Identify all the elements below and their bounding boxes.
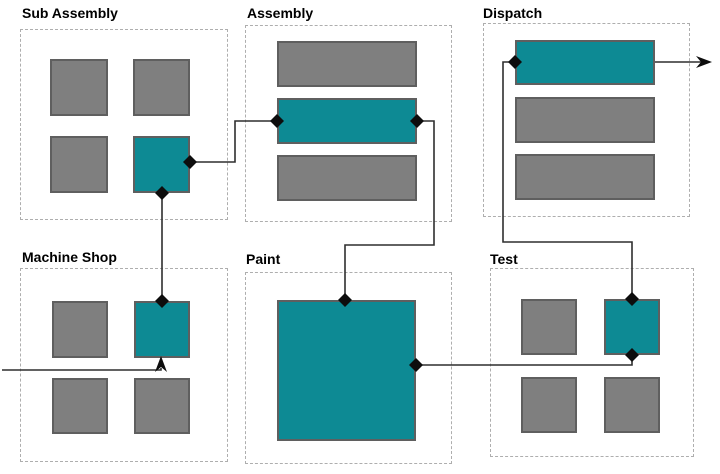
machine-block[interactable]	[52, 378, 108, 434]
connector-input-to-machine-shop[interactable]	[2, 368, 162, 371]
station-boundary-paint	[245, 272, 452, 464]
connector-assembly-to-paint[interactable]	[344, 120, 435, 300]
machine-block-active[interactable]	[515, 40, 655, 85]
machine-block[interactable]	[134, 378, 190, 434]
station-boundary-assembly	[245, 25, 452, 222]
machine-block[interactable]	[50, 136, 108, 193]
station-label-paint: Paint	[246, 251, 281, 267]
connection-point-icon	[155, 294, 169, 308]
connection-point-icon	[410, 114, 424, 128]
station-label-test: Test	[490, 251, 518, 267]
station-label-sub-assembly: Sub Assembly	[22, 5, 118, 21]
connector-test-to-dispatch[interactable]	[502, 61, 633, 299]
machine-block[interactable]	[521, 299, 577, 355]
machine-block-active[interactable]	[134, 301, 190, 358]
station-boundary-dispatch	[483, 23, 690, 217]
machine-block[interactable]	[604, 377, 660, 433]
station-label-dispatch: Dispatch	[483, 5, 543, 21]
connector-sub-assembly-to-assembly[interactable]	[190, 120, 277, 163]
connection-point-icon	[338, 293, 352, 307]
machine-block[interactable]	[133, 59, 190, 116]
machine-block-active[interactable]	[277, 98, 417, 144]
connection-point-icon	[409, 358, 423, 372]
station-boundary-sub-assembly	[20, 29, 228, 220]
machine-block[interactable]	[50, 59, 108, 116]
connection-point-icon	[270, 114, 284, 128]
station-label-machine-shop: Machine Shop	[22, 249, 117, 265]
arrowhead-icon	[155, 356, 167, 372]
connection-point-icon	[508, 55, 522, 69]
connection-point-icon	[625, 348, 639, 362]
arrowhead-icon	[696, 56, 712, 68]
machine-block[interactable]	[277, 155, 417, 201]
machine-block[interactable]	[515, 154, 655, 200]
connection-point-icon	[625, 292, 639, 306]
connection-point-icon	[183, 155, 197, 169]
machine-block[interactable]	[515, 97, 655, 143]
connection-point-icon	[155, 186, 169, 200]
machine-block[interactable]	[277, 41, 417, 87]
machine-block[interactable]	[521, 377, 577, 433]
station-label-assembly: Assembly	[247, 5, 314, 21]
connector-paint-to-test[interactable]	[416, 355, 633, 366]
machine-block[interactable]	[52, 301, 108, 358]
station-boundary-test	[490, 268, 694, 457]
station-boundary-machine-shop	[20, 268, 228, 462]
